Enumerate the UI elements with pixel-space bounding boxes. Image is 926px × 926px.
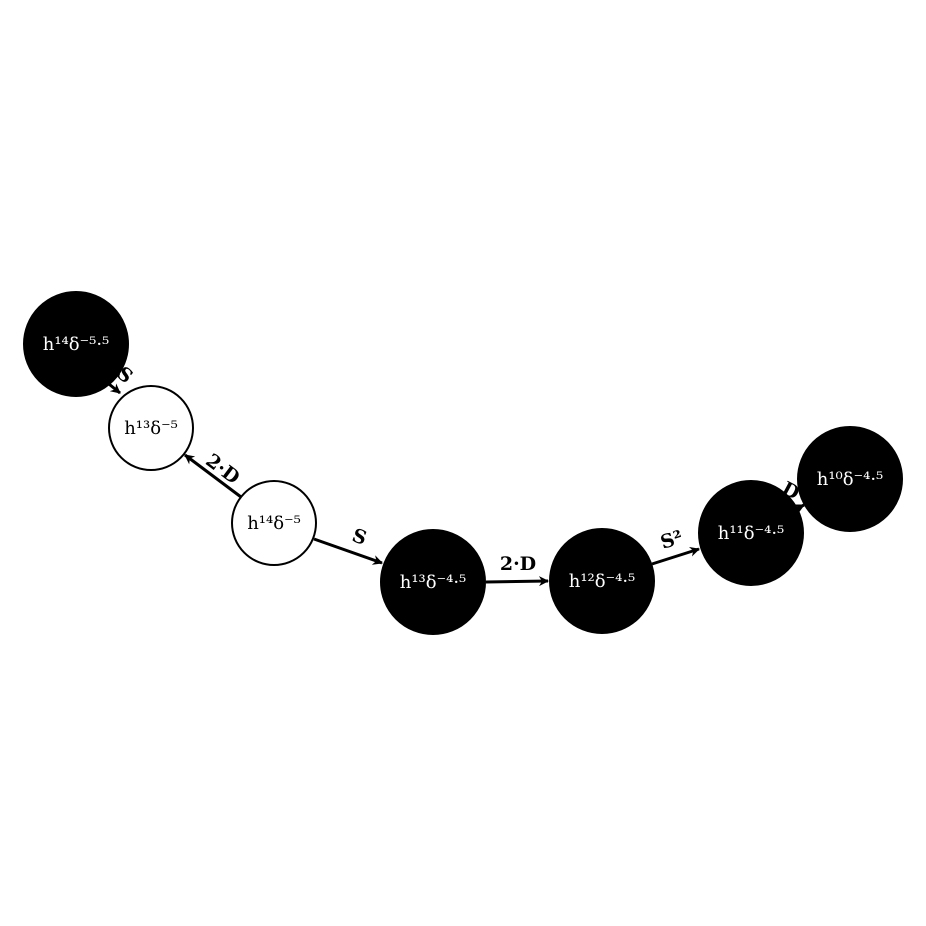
node-n5[interactable]: h¹²δ⁻⁴·⁵	[549, 528, 655, 634]
edge-n3-n4-line	[313, 537, 383, 565]
node-n3-circle	[231, 480, 317, 566]
node-n6-label: h¹¹δ⁻⁴·⁵	[718, 523, 785, 544]
node-n4-label: h¹³δ⁻⁴·⁵	[400, 572, 467, 593]
node-n7-circle	[797, 426, 903, 532]
edge-n5-n6: S²	[651, 526, 700, 566]
node-n7[interactable]: h¹⁰δ⁻⁴·⁵	[797, 426, 903, 532]
node-n2-label: h¹³δ⁻⁵	[124, 418, 178, 439]
edge-n3-n2: 2·D	[184, 449, 244, 499]
edge-n4-n5: 2·D	[485, 553, 549, 587]
edge-n3-n2-line	[184, 453, 242, 499]
edge-n5-n6-line	[651, 546, 700, 566]
node-n2-circle	[108, 385, 194, 471]
edge-n3-n4: S	[313, 524, 383, 565]
node-n4-circle	[380, 529, 486, 635]
node-n4[interactable]: h¹³δ⁻⁴·⁵	[380, 529, 486, 635]
edge-n4-n5-label: 2·D	[500, 553, 536, 575]
node-n1[interactable]: h¹⁴δ⁻⁵·⁵	[23, 291, 129, 397]
node-n3-label: h¹⁴δ⁻⁵	[247, 513, 301, 534]
node-n5-label: h¹²δ⁻⁴·⁵	[569, 571, 636, 592]
node-n3[interactable]: h¹⁴δ⁻⁵	[231, 480, 317, 566]
node-n7-label: h¹⁰δ⁻⁴·⁵	[817, 469, 884, 490]
edge-n5-n6-label: S²	[658, 526, 686, 553]
edge-n3-n4-label: S	[349, 524, 369, 549]
edge-n4-n5-line	[485, 576, 549, 587]
node-n1-circle	[23, 291, 129, 397]
node-n6-circle	[698, 480, 804, 586]
node-n1-label: h¹⁴δ⁻⁵·⁵	[43, 334, 110, 355]
node-n6[interactable]: h¹¹δ⁻⁴·⁵	[698, 480, 804, 586]
node-n5-circle	[549, 528, 655, 634]
node-n2[interactable]: h¹³δ⁻⁵	[108, 385, 194, 471]
